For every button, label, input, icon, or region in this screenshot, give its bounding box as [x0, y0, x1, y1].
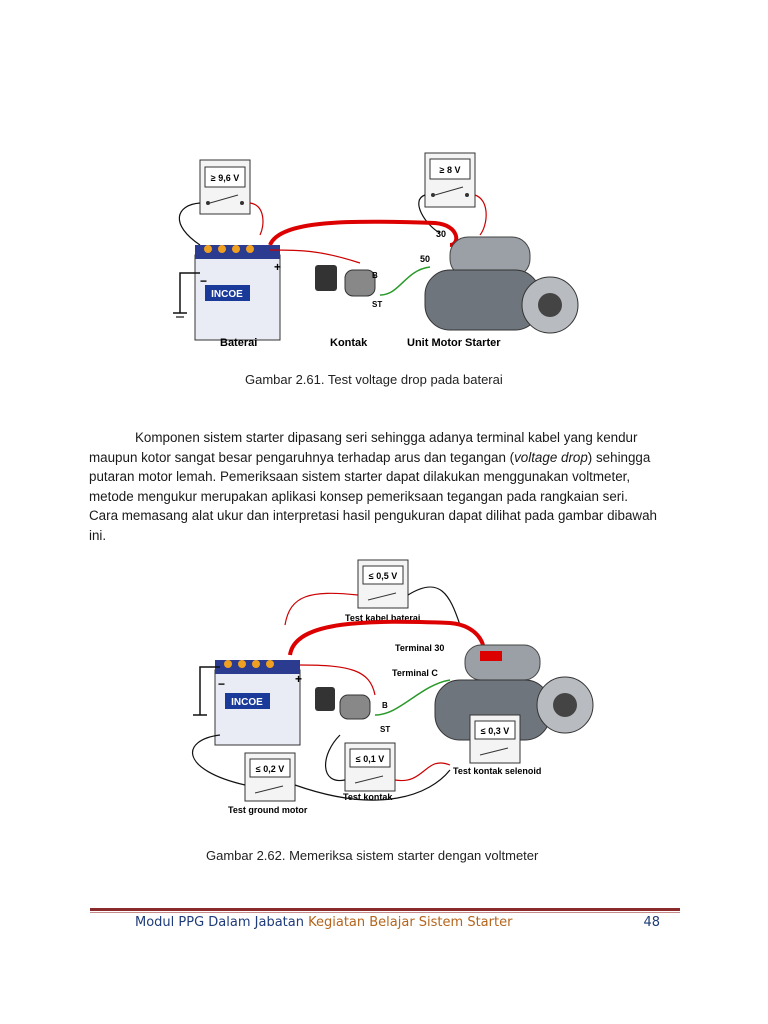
page-number: 48	[643, 915, 660, 930]
footer-chapter-title: Kegiatan Belajar Sistem Starter	[308, 915, 513, 930]
footer-divider	[90, 908, 680, 911]
label-test-kontak: Test kontak	[343, 792, 393, 802]
battery-2-plus: +	[295, 672, 302, 686]
terminal-50: 50	[420, 254, 430, 264]
meter-battery-value: ≥ 9,6 V	[211, 173, 239, 183]
label-test-ground: Test ground motor	[228, 805, 308, 815]
voltmeter-solenoid: ≤ 0,3 V	[469, 714, 521, 764]
footer-module-title: Modul PPG Dalam Jabatan	[135, 915, 309, 930]
meter-ground-value: ≤ 0,2 V	[256, 764, 284, 774]
meter-solenoid-value: ≤ 0,3 V	[481, 726, 509, 736]
voltmeter-starter: ≥ 8 V	[424, 152, 476, 208]
footer: Modul PPG Dalam Jabatan Kegiatan Belajar…	[135, 915, 660, 930]
figure-starter-system-voltmeter: ≤ 0,5 V Test kabel baterai INCOE + − B S…	[192, 559, 594, 815]
meter-cable-value: ≤ 0,5 V	[369, 571, 397, 581]
meter-starter-value: ≥ 8 V	[440, 165, 461, 175]
battery-plus: +	[274, 260, 281, 274]
ignition-switch: B ST	[315, 265, 382, 309]
label-terminal-30: Terminal 30	[395, 643, 444, 653]
label-test-cable: Test kabel baterai	[345, 613, 420, 623]
label-terminal-c: Terminal C	[392, 668, 438, 678]
terminal-b: B	[372, 271, 378, 280]
label-motor: Unit Motor Starter	[407, 337, 501, 349]
figure-voltage-drop-battery: ≥ 9,6 V ≥ 8 V INCOE + − B ST 50	[173, 152, 579, 349]
voltmeter-battery: ≥ 9,6 V	[199, 159, 251, 215]
voltmeter-kontak: ≤ 0,1 V	[344, 742, 396, 792]
ignition-switch-2: B ST	[315, 687, 390, 734]
label-test-solenoid: Test kontak selenoid	[453, 766, 541, 776]
para-line: maupun kotor sangat besar pengaruhnya te…	[89, 449, 651, 465]
starter-motor-2	[434, 644, 594, 741]
meter-kontak-value: ≤ 0,1 V	[356, 754, 384, 764]
starter-motor	[424, 236, 579, 334]
para-line: Cara memasang alat ukur dan interpretasi…	[89, 508, 657, 524]
battery-2-brand: INCOE	[231, 697, 263, 708]
voltmeter-ground: ≤ 0,2 V	[244, 752, 296, 802]
label-baterai: Baterai	[220, 337, 257, 349]
terminal-st: ST	[372, 300, 382, 309]
voltmeter-cable: ≤ 0,5 V	[357, 559, 409, 609]
battery-brand: INCOE	[211, 289, 243, 300]
para-line: Komponen sistem starter dipasang seri se…	[135, 430, 638, 445]
battery-minus: −	[200, 274, 207, 288]
terminal-30: 30	[436, 229, 446, 239]
para-line: ini.	[89, 527, 107, 543]
para-line: metode mengukur merupakan aplikasi konse…	[89, 488, 628, 504]
body-paragraph: Komponen sistem starter dipasang seri se…	[89, 428, 679, 546]
footer-divider-thin	[90, 912, 680, 913]
caption-figure-2: Gambar 2.62. Memeriksa sistem starter de…	[206, 848, 539, 863]
battery-2: INCOE + −	[214, 660, 302, 746]
caption-figure-1: Gambar 2.61. Test voltage drop pada bate…	[245, 372, 503, 387]
battery-2-minus: −	[218, 677, 225, 691]
terminal-st-2: ST	[380, 725, 390, 734]
battery: INCOE + −	[194, 245, 281, 341]
para-line: putaran motor lemah. Pemeriksaan sistem …	[89, 469, 631, 485]
terminal-b-2: B	[382, 701, 388, 710]
label-kontak: Kontak	[330, 337, 368, 349]
